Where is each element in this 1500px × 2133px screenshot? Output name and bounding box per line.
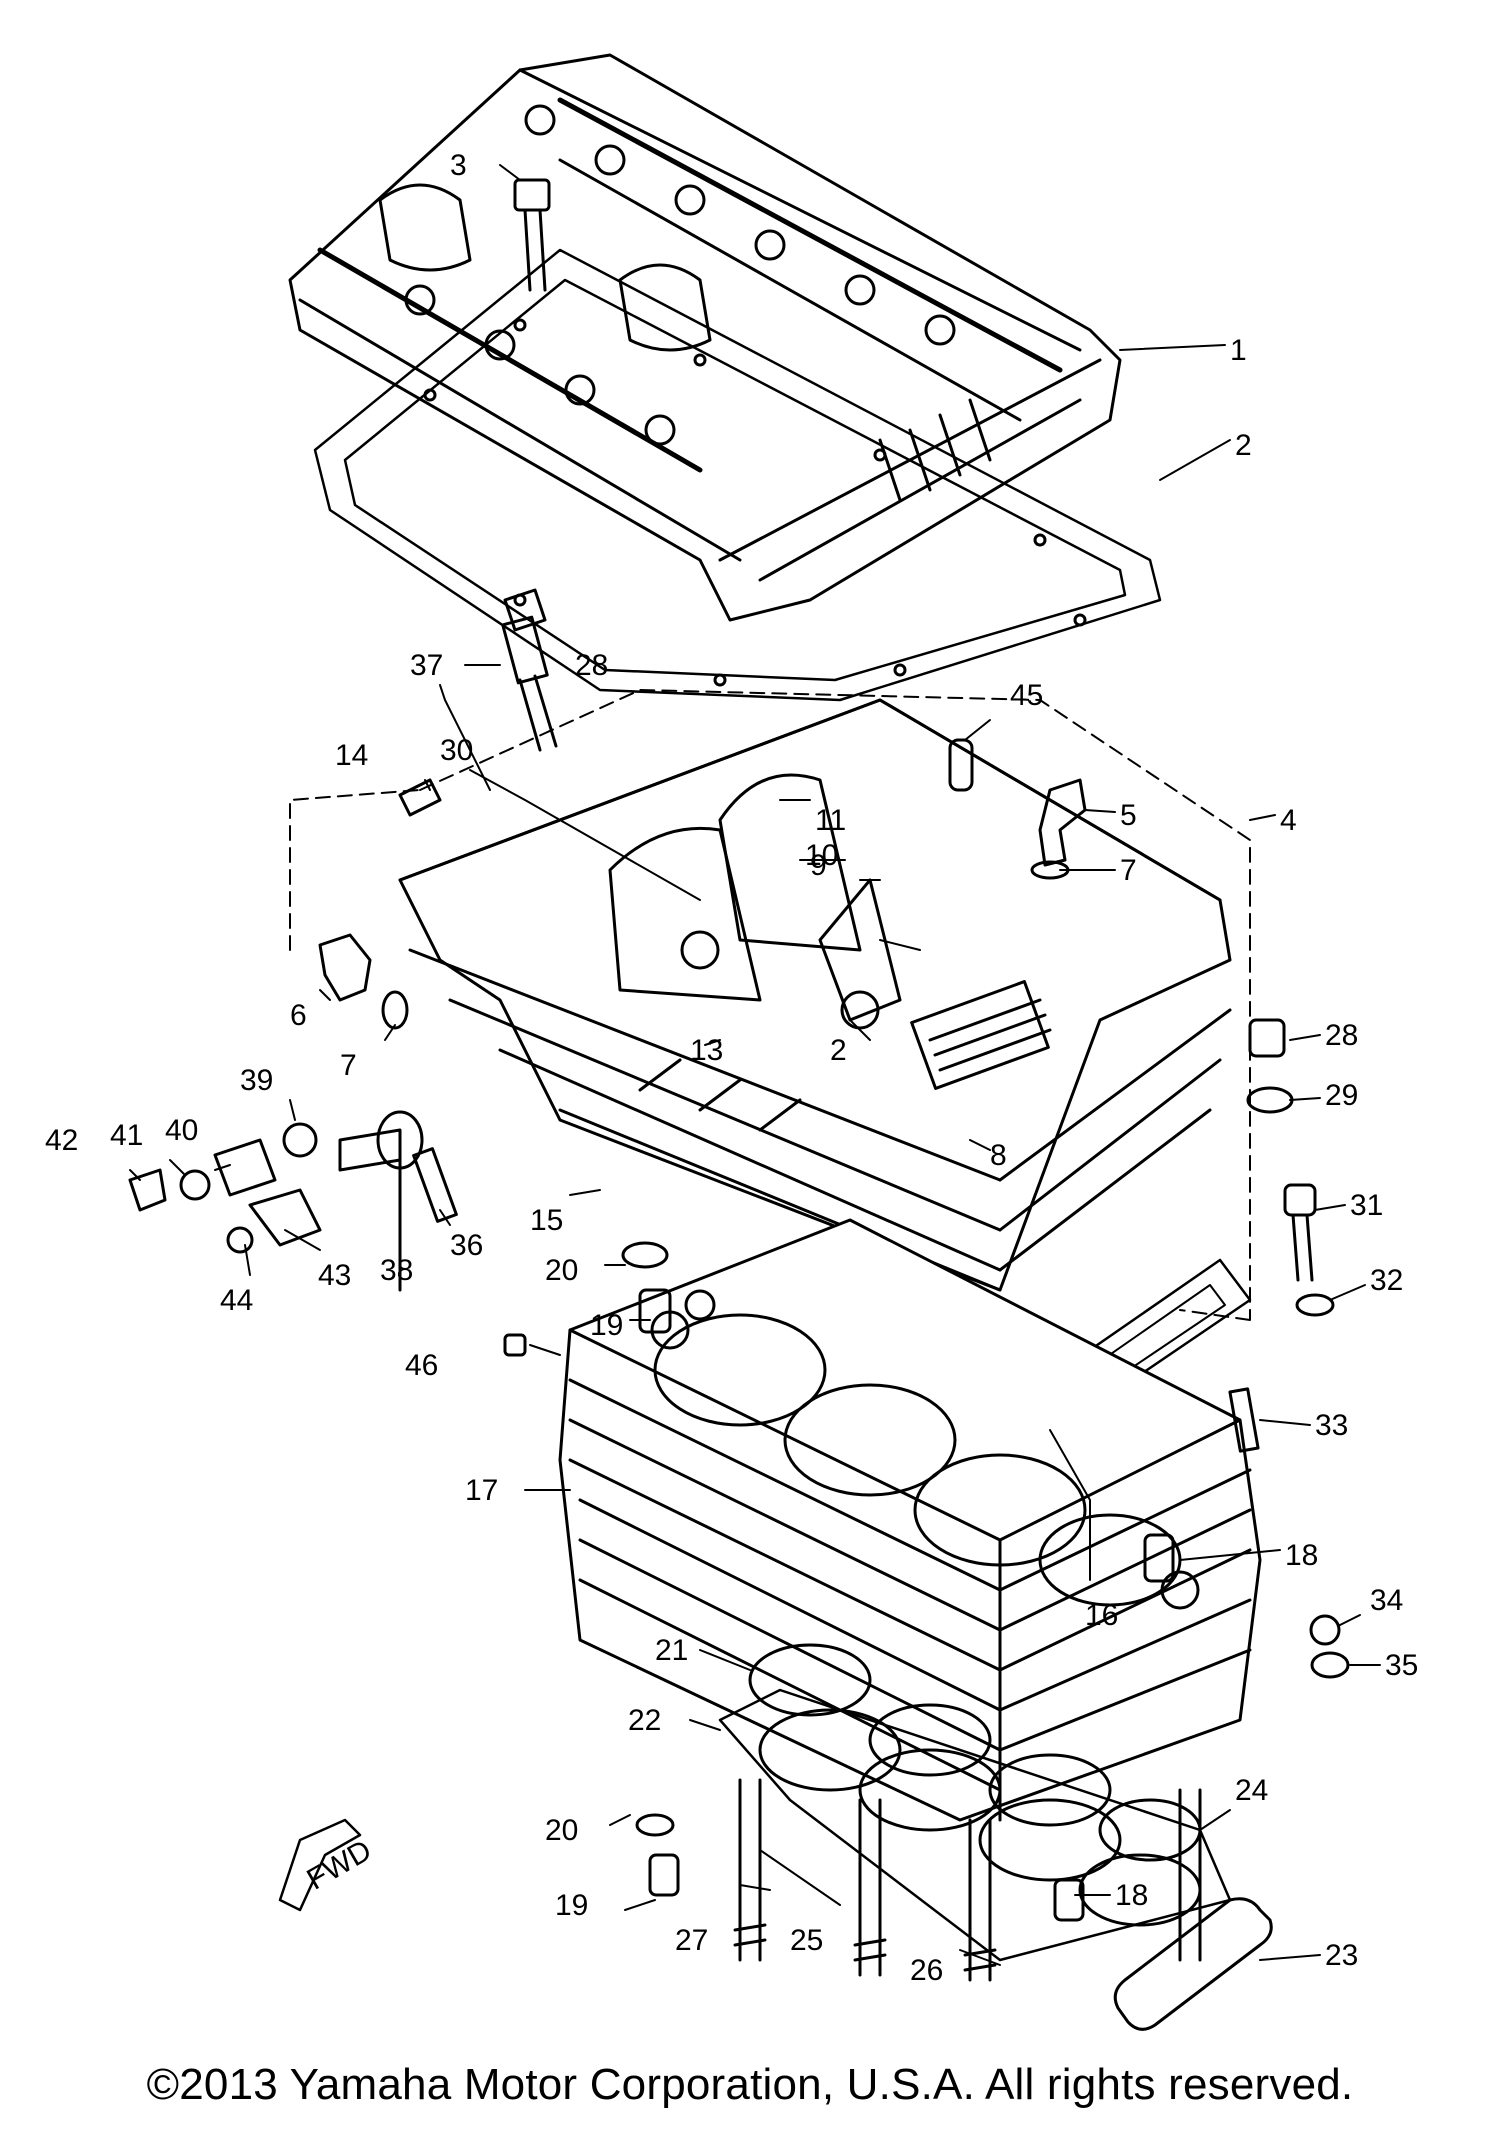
- callout-41: 41: [110, 1119, 143, 1152]
- callout-20-lower: 20: [545, 1814, 578, 1847]
- callout-15: 15: [530, 1204, 563, 1237]
- sensor-5: [1038, 778, 1087, 867]
- callout-2-lower: 2: [830, 1034, 847, 1067]
- callout-25: 25: [790, 1924, 823, 1957]
- callout-28-upper: 28: [575, 649, 608, 682]
- callout-21: 21: [655, 1634, 688, 1667]
- callout-27: 27: [675, 1924, 708, 1957]
- callout-labels: 1 2 3 4 5 6 7 7 8 9 10 11 2 13 14 15 16 …: [45, 149, 1418, 1987]
- rubber-seal: [1113, 1897, 1273, 2031]
- callout-34: 34: [1370, 1584, 1403, 1617]
- dowel-18-upper: [1143, 1533, 1175, 1583]
- callout-32: 32: [1370, 1264, 1403, 1297]
- cylinder-head-cover: [288, 53, 1122, 622]
- callout-3: 3: [450, 149, 467, 182]
- callout-29: 29: [1325, 1079, 1358, 1112]
- callout-8: 8: [990, 1139, 1007, 1172]
- callout-33: 33: [1315, 1409, 1348, 1442]
- callout-20-upper: 20: [545, 1254, 578, 1287]
- callout-1: 1: [1230, 334, 1247, 367]
- callout-23: 23: [1325, 1939, 1358, 1972]
- callout-43: 43: [318, 1259, 351, 1292]
- fwd-label: FWD: [302, 1834, 378, 1897]
- dowel-19-lower: [648, 1853, 680, 1897]
- callout-44: 44: [220, 1284, 253, 1317]
- part-14: [398, 778, 442, 817]
- oil-pipe-parts: [128, 1110, 458, 1292]
- callout-36: 36: [450, 1229, 483, 1262]
- callout-2: 2: [1235, 429, 1252, 462]
- callout-6: 6: [290, 999, 307, 1032]
- callout-30: 30: [440, 734, 473, 767]
- callout-14: 14: [335, 739, 368, 772]
- callout-9: 9: [810, 849, 827, 882]
- callout-10: 10: [805, 839, 838, 872]
- callout-26: 26: [910, 1954, 943, 1987]
- callout-28-right: 28: [1325, 1019, 1358, 1052]
- callout-11: 11: [815, 804, 846, 837]
- ring-20-upper: [621, 1241, 669, 1269]
- bolt-3: [513, 178, 551, 292]
- callout-13: 13: [690, 1034, 723, 1067]
- callout-40: 40: [165, 1114, 198, 1147]
- callout-19-lower: 19: [555, 1889, 588, 1922]
- head-cover-gasket: [313, 248, 1162, 702]
- right-side-fasteners: [1228, 1018, 1335, 1453]
- callout-16: 16: [1085, 1599, 1118, 1632]
- ring-20-lower: [635, 1813, 675, 1837]
- head-assembly-outline: [289, 689, 1251, 1321]
- dowel-19-upper: [638, 1288, 672, 1334]
- callout-35: 35: [1385, 1649, 1418, 1682]
- callout-18-upper: 18: [1285, 1539, 1318, 1572]
- callout-19-upper: 19: [590, 1309, 623, 1342]
- callout-22: 22: [628, 1704, 661, 1737]
- cap-46: [503, 1333, 527, 1357]
- callout-38: 38: [380, 1254, 413, 1287]
- callout-24: 24: [1235, 1774, 1268, 1807]
- callout-39: 39: [240, 1064, 273, 1097]
- o-ring-7-left: [381, 990, 409, 1030]
- callout-7-left: 7: [340, 1049, 357, 1082]
- callout-45: 45: [1010, 679, 1043, 712]
- dowel-18-lower: [1053, 1878, 1085, 1922]
- nut-34: [1309, 1614, 1341, 1646]
- dowel-pin-45: [948, 738, 974, 792]
- callout-17: 17: [465, 1474, 498, 1507]
- cylinder-block: [558, 1218, 1262, 1822]
- copyright-footer: ©2013 Yamaha Motor Corporation, U.S.A. A…: [146, 2060, 1354, 2109]
- callout-5: 5: [1120, 799, 1137, 832]
- callout-4: 4: [1280, 804, 1297, 837]
- callout-7-right: 7: [1120, 854, 1137, 887]
- cylinder-head: [398, 698, 1232, 1292]
- callout-31: 31: [1350, 1189, 1383, 1222]
- callout-42: 42: [45, 1124, 78, 1157]
- spark-plug: [501, 588, 558, 752]
- washer-35: [1310, 1651, 1350, 1679]
- sensor-6: [318, 933, 372, 1002]
- callout-18-lower: 18: [1115, 1879, 1148, 1912]
- leader-lines: [129, 164, 1381, 1966]
- callout-37: 37: [410, 649, 443, 682]
- fwd-arrow-icon: [278, 1818, 362, 1912]
- callout-46: 46: [405, 1349, 438, 1382]
